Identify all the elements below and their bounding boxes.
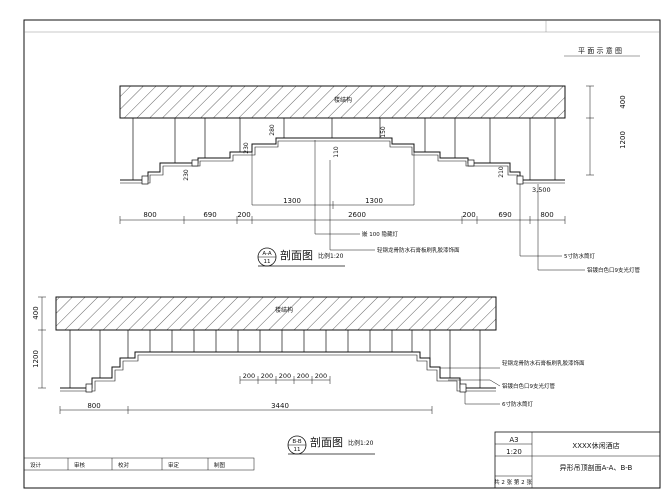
outer-frame — [23, 19, 661, 489]
title-block-label-draft: 制图 — [214, 461, 226, 469]
section-a-inner-150: 150 — [380, 126, 387, 138]
section-b-leader-2: 铝镀白色口9支光灯管 — [502, 382, 555, 390]
title-block-scale: 1:20 — [506, 448, 522, 456]
section-b-leader-1: 轻钢龙骨防水石膏板刷乳胶漆饰面 — [502, 359, 585, 367]
plan-key-title: 平 面 示 意 图 — [578, 46, 622, 55]
section-b-marker-top: B-B — [292, 439, 302, 445]
title-block-size: A3 — [509, 436, 518, 444]
section-b-b: 楼结构 400 1200 — [32, 296, 585, 455]
section-b-sub-200-3: 200 — [279, 372, 291, 380]
section-b-sub-200-4: 200 — [297, 372, 309, 380]
title-block-label-design: 设计 — [30, 461, 42, 469]
section-b-sub-200-5: 200 — [315, 372, 327, 380]
section-a-small-dim: 3,500 — [532, 186, 551, 194]
title-block-label-review: 审核 — [74, 461, 86, 469]
section-b-scale: 比例1:20 — [348, 439, 374, 447]
section-b-dim-1200: 1200 — [32, 350, 40, 368]
section-a-sub-1300-right: 1300 — [365, 197, 383, 205]
section-a-leader-2: 轻钢龙骨防水石膏板刷乳胶漆饰面 — [377, 246, 460, 254]
title-block-drawing: 异形吊顶剖面A-A、B-B — [560, 463, 633, 472]
section-a-slab — [119, 85, 566, 119]
section-b-leader-3: 6寸防水筒灯 — [502, 400, 533, 408]
title-block-project: XXXX休闲酒店 — [572, 441, 619, 450]
section-a-dim-2600: 2600 — [348, 211, 366, 219]
section-a-dim-1200: 1200 — [619, 131, 627, 149]
section-a-leader-3: 5寸防水筒灯 — [564, 252, 595, 260]
section-a-leader-4: 铝镀白色口9支光灯管 — [587, 266, 640, 274]
section-b-dim-800: 800 — [87, 402, 100, 410]
section-a-inner-210: 210 — [498, 166, 505, 178]
section-a-inner-280: 280 — [269, 124, 276, 136]
section-a-dim-400: 400 — [619, 95, 627, 108]
section-a-dim-800-right: 800 — [540, 211, 553, 219]
section-a-slab-label: 楼结构 — [334, 96, 352, 104]
section-a-inner-230: 230 — [243, 142, 250, 154]
section-a-inner-230b: 230 — [183, 169, 190, 181]
section-a-ceiling-profile — [120, 137, 565, 181]
section-b-ceiling-profile — [60, 351, 496, 389]
section-a-dim-800-left: 800 — [143, 211, 156, 219]
section-b-slab — [55, 296, 497, 331]
section-a-marker-top: A-A — [262, 251, 272, 257]
section-b-sub-200-2: 200 — [261, 372, 273, 380]
section-a-dim-200-left: 200 — [237, 211, 250, 219]
section-a-a: 楼结构 400 1200 — [119, 85, 640, 274]
section-a-title: 剖面图 — [280, 248, 313, 262]
title-block-sheet: 共 2 张 第 2 张 — [494, 478, 532, 486]
section-b-dim-400: 400 — [32, 306, 40, 319]
section-a-marker-bottom: 11 — [264, 259, 271, 265]
section-a-dim-200-right: 200 — [462, 211, 475, 219]
section-b-slab-label: 楼结构 — [275, 306, 293, 314]
section-b-marker-bottom: 11 — [294, 447, 301, 453]
title-block-label-approve: 审定 — [168, 461, 180, 469]
section-b-sub-200-1: 200 — [243, 372, 255, 380]
section-a-sub-1300-left: 1300 — [283, 197, 301, 205]
title-block-label-check: 校对 — [118, 461, 130, 469]
section-b-dim-3440: 3440 — [271, 402, 289, 410]
section-b-title: 剖面图 — [310, 435, 343, 449]
section-a-leader-1: 嵌 100 隐藏灯 — [362, 230, 398, 238]
section-a-scale: 比例1:20 — [318, 252, 344, 260]
section-a-inner-110: 110 — [333, 146, 340, 158]
section-a-dim-690-left: 690 — [203, 211, 216, 219]
section-a-dim-690-right: 690 — [498, 211, 511, 219]
title-block: A3 1:20 共 2 张 第 2 张 XXXX休闲酒店 异形吊顶剖面A-A、B… — [23, 431, 661, 489]
